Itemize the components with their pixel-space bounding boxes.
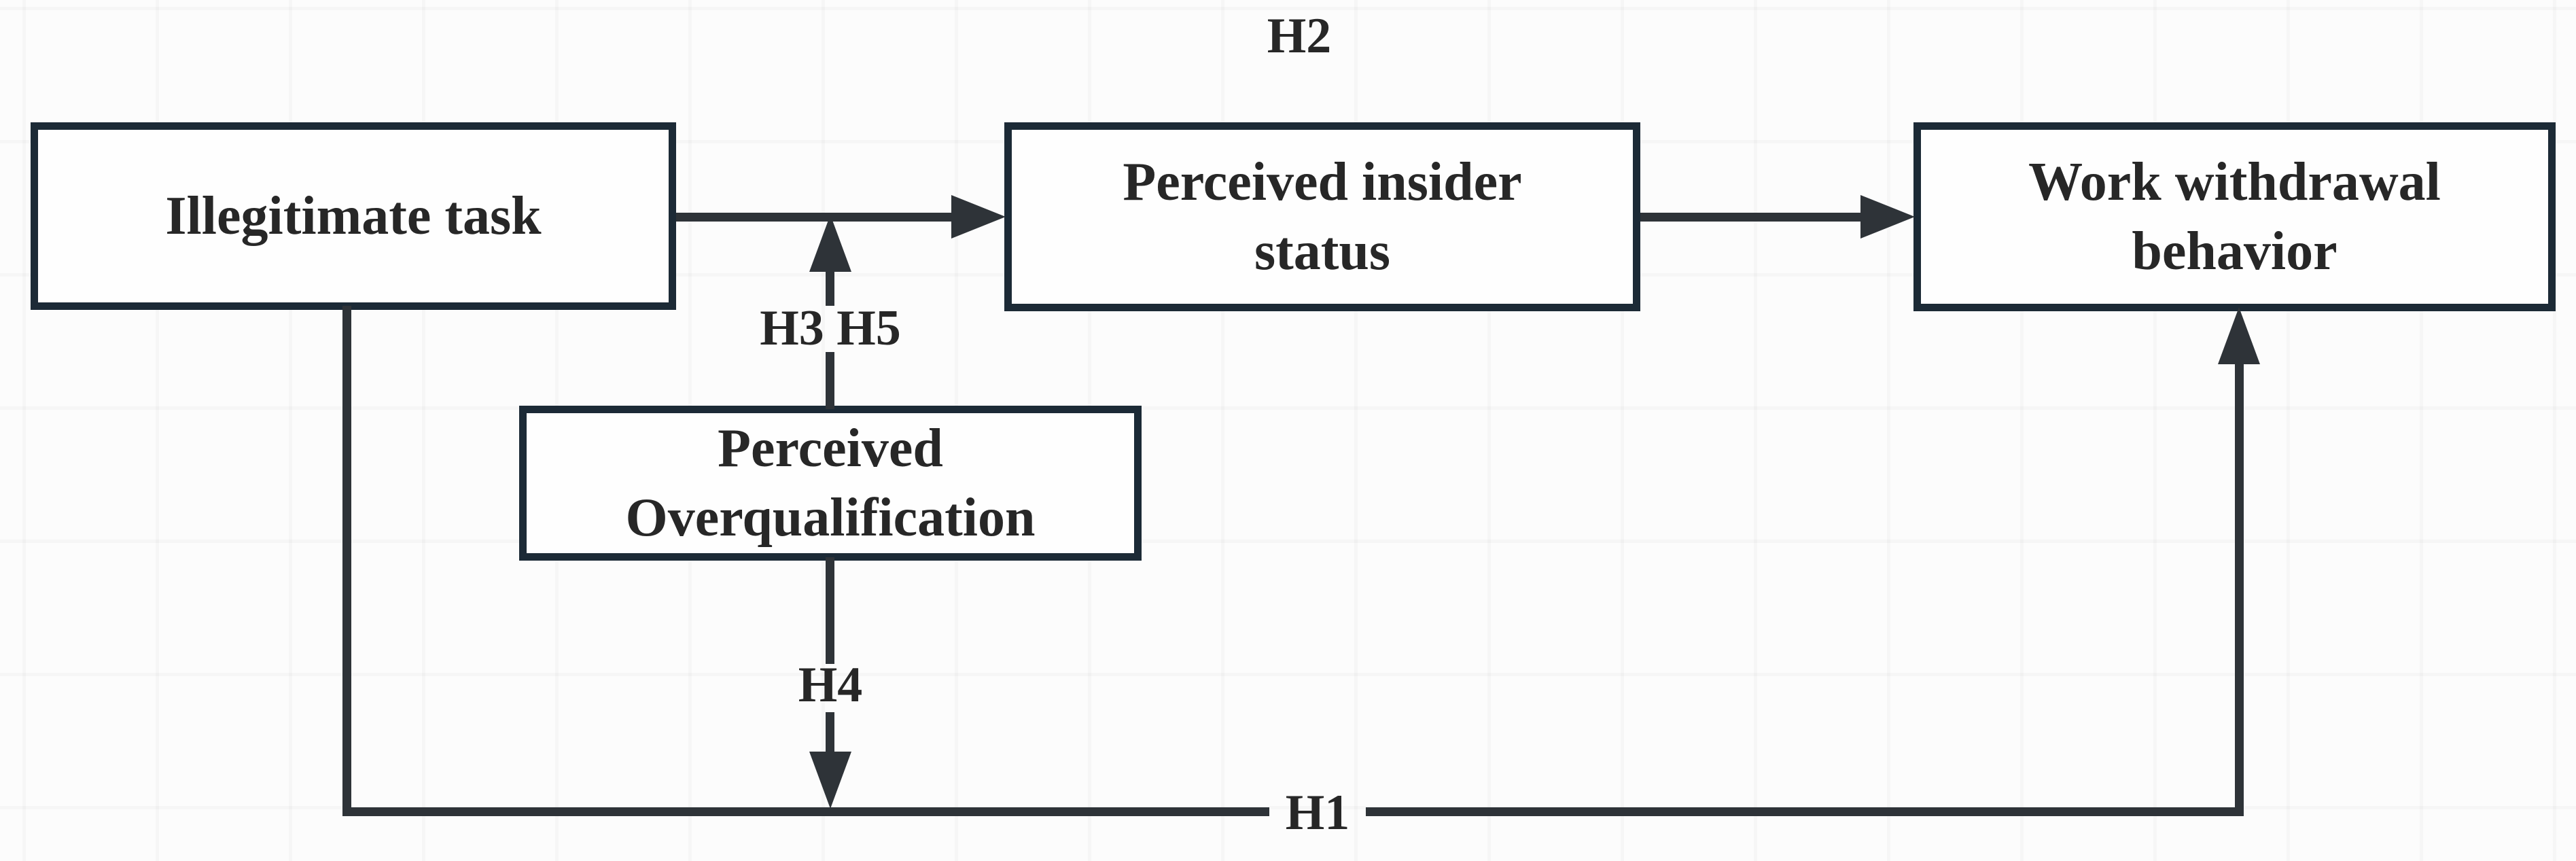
path-label-h1: H1 (1285, 785, 1350, 841)
edge-pis-to-wwb-line (1640, 213, 1868, 222)
node-illegitimate-task: Illegitimate task (31, 122, 676, 310)
node-label-perceived-overqualification: Perceived Overqualification (625, 419, 1036, 548)
edge-moderation-h3h5-line-upper (826, 270, 834, 306)
node-perceived-insider-status: Perceived insider status (1004, 122, 1640, 311)
edge-h1-line-bottom-right (1366, 807, 2244, 816)
arrowhead-right-it-to-pis (951, 195, 1006, 239)
node-label-illegitimate-task: Illegitimate task (165, 186, 542, 246)
arrowhead-down-moderation-h4 (809, 752, 851, 809)
arrowhead-up-into-wwb (2218, 307, 2260, 364)
node-label-perceived-insider-status: Perceived insider status (1123, 152, 1522, 281)
node-work-withdrawal-behavior: Work withdrawal behavior (1913, 122, 2556, 311)
edge-h1-line-bottom-left (342, 807, 1269, 816)
edge-moderation-h4-line-upper (826, 557, 834, 664)
node-label-work-withdrawal-behavior: Work withdrawal behavior (2028, 152, 2441, 281)
edge-moderation-h3h5-line-lower (826, 352, 834, 409)
path-label-h2: H2 (1267, 8, 1332, 64)
node-perceived-overqualification: Perceived Overqualification (519, 406, 1142, 561)
arrowhead-up-moderation-h3h5 (809, 215, 851, 272)
path-label-h3-h5: H3 H5 (760, 300, 901, 356)
path-label-h4: H4 (798, 657, 863, 713)
arrowhead-right-pis-to-wwb (1860, 195, 1915, 239)
edge-moderation-h4-line-lower (826, 712, 834, 754)
edge-h1-line-right-vertical (2235, 364, 2244, 812)
edge-h1-line-left-vertical (342, 306, 351, 812)
